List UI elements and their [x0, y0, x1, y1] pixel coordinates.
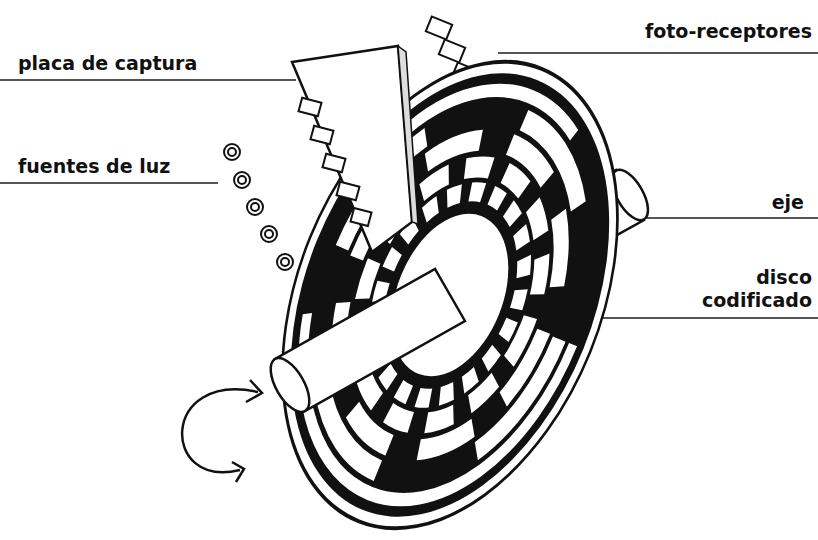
part-label: disco codificado — [682, 266, 812, 312]
part-label: foto-receptores — [645, 20, 812, 43]
light-sources — [224, 144, 293, 270]
part-label: eje — [772, 191, 804, 214]
rotation-arrow — [182, 380, 262, 482]
part-label: fuentes de luz — [18, 155, 170, 178]
coded-disk — [218, 12, 681, 540]
part-label: placa de captura — [18, 52, 197, 75]
capture-plate — [292, 46, 418, 252]
front-shaft — [263, 269, 465, 418]
